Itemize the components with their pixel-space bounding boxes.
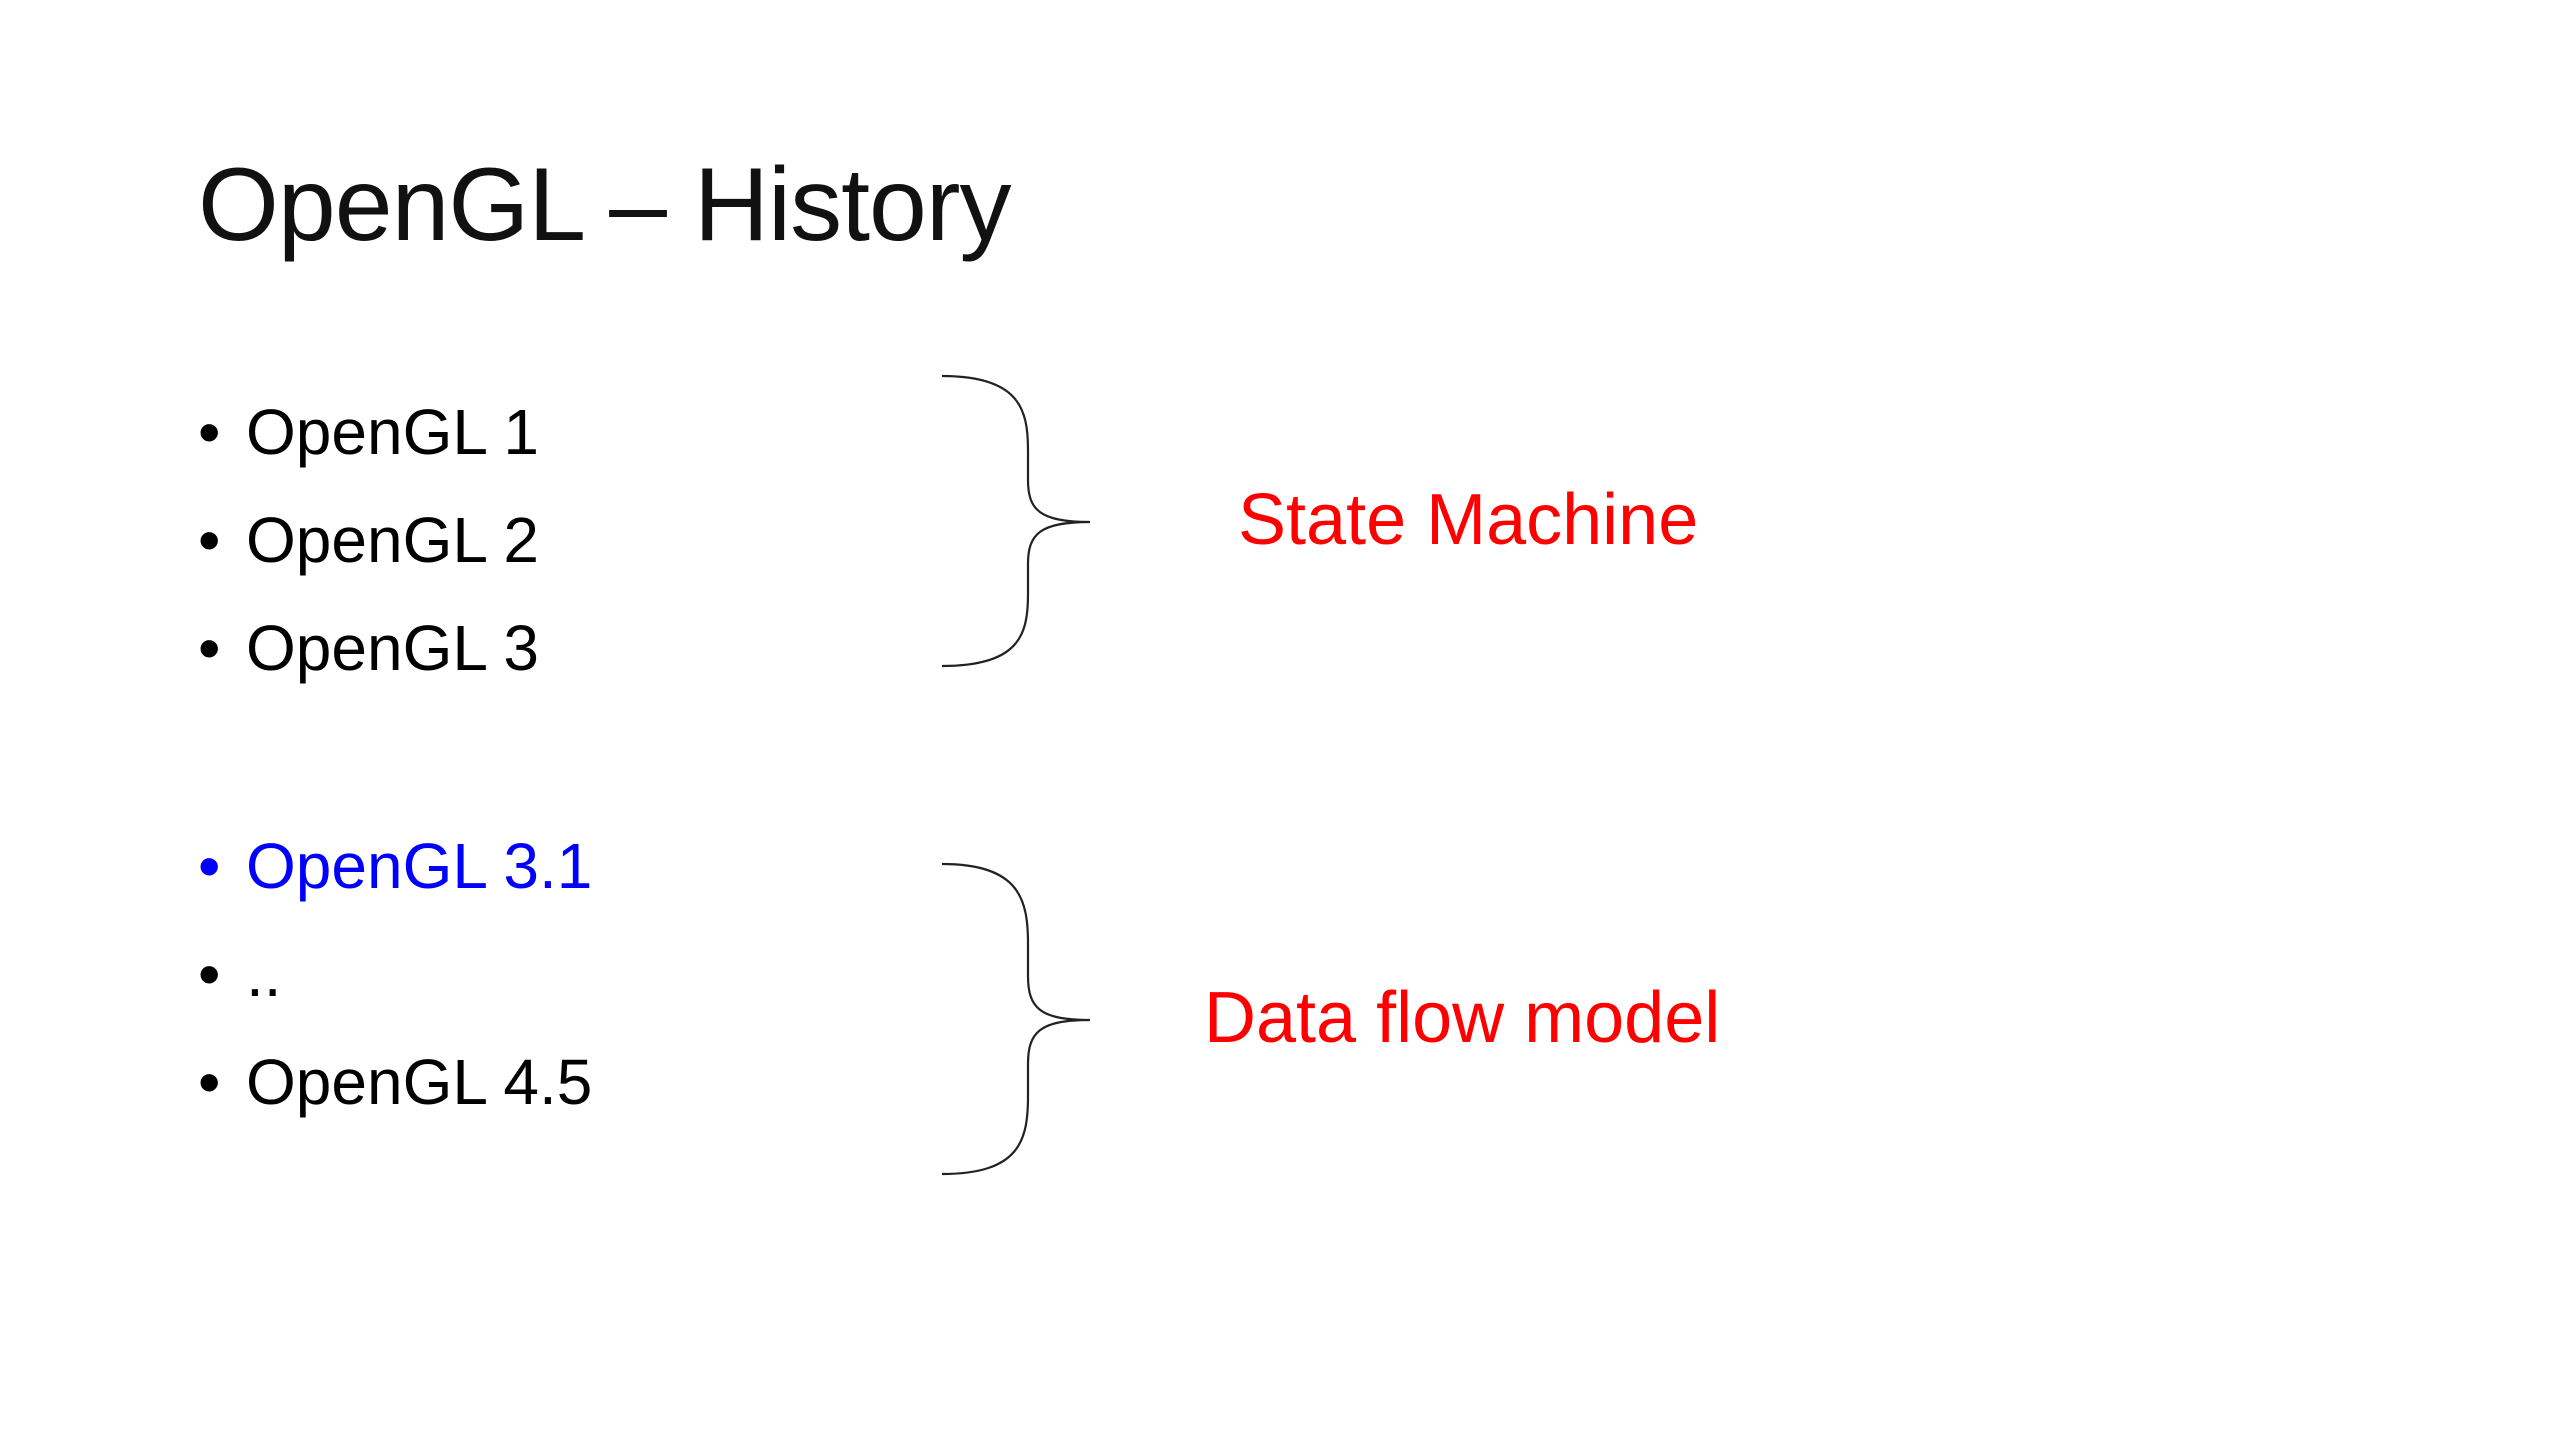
slide-title: OpenGL – History (198, 147, 1011, 263)
bullet-icon: • (198, 396, 221, 468)
list-item: • OpenGL 1 (196, 378, 539, 486)
right-curly-brace-icon (941, 862, 1091, 1176)
data-flow-model-label: Data flow model (1204, 978, 1721, 1058)
list-item: • .. (196, 920, 592, 1028)
bullet-list-state-machine: • OpenGL 1 • OpenGL 2 • OpenGL 3 (196, 378, 539, 702)
list-item: • OpenGL 3.1 (196, 812, 592, 920)
list-item-text: OpenGL 2 (246, 504, 539, 576)
list-item-text: .. (246, 938, 282, 1010)
state-machine-label: State Machine (1238, 480, 1699, 560)
list-item-text: OpenGL 3.1 (246, 830, 593, 902)
list-item-text: OpenGL 1 (246, 396, 539, 468)
bullet-icon: • (198, 938, 221, 1010)
list-item: • OpenGL 3 (196, 594, 539, 702)
list-item: • OpenGL 4.5 (196, 1028, 592, 1136)
list-item-text: OpenGL 3 (246, 612, 539, 684)
bullet-icon: • (198, 504, 221, 576)
bullet-list-data-flow: • OpenGL 3.1 • .. • OpenGL 4.5 (196, 812, 592, 1136)
bullet-icon: • (198, 1046, 221, 1118)
bullet-icon: • (198, 612, 221, 684)
right-curly-brace-icon (941, 374, 1091, 668)
list-item: • OpenGL 2 (196, 486, 539, 594)
list-item-text: OpenGL 4.5 (246, 1046, 593, 1118)
bullet-icon: • (198, 830, 221, 902)
